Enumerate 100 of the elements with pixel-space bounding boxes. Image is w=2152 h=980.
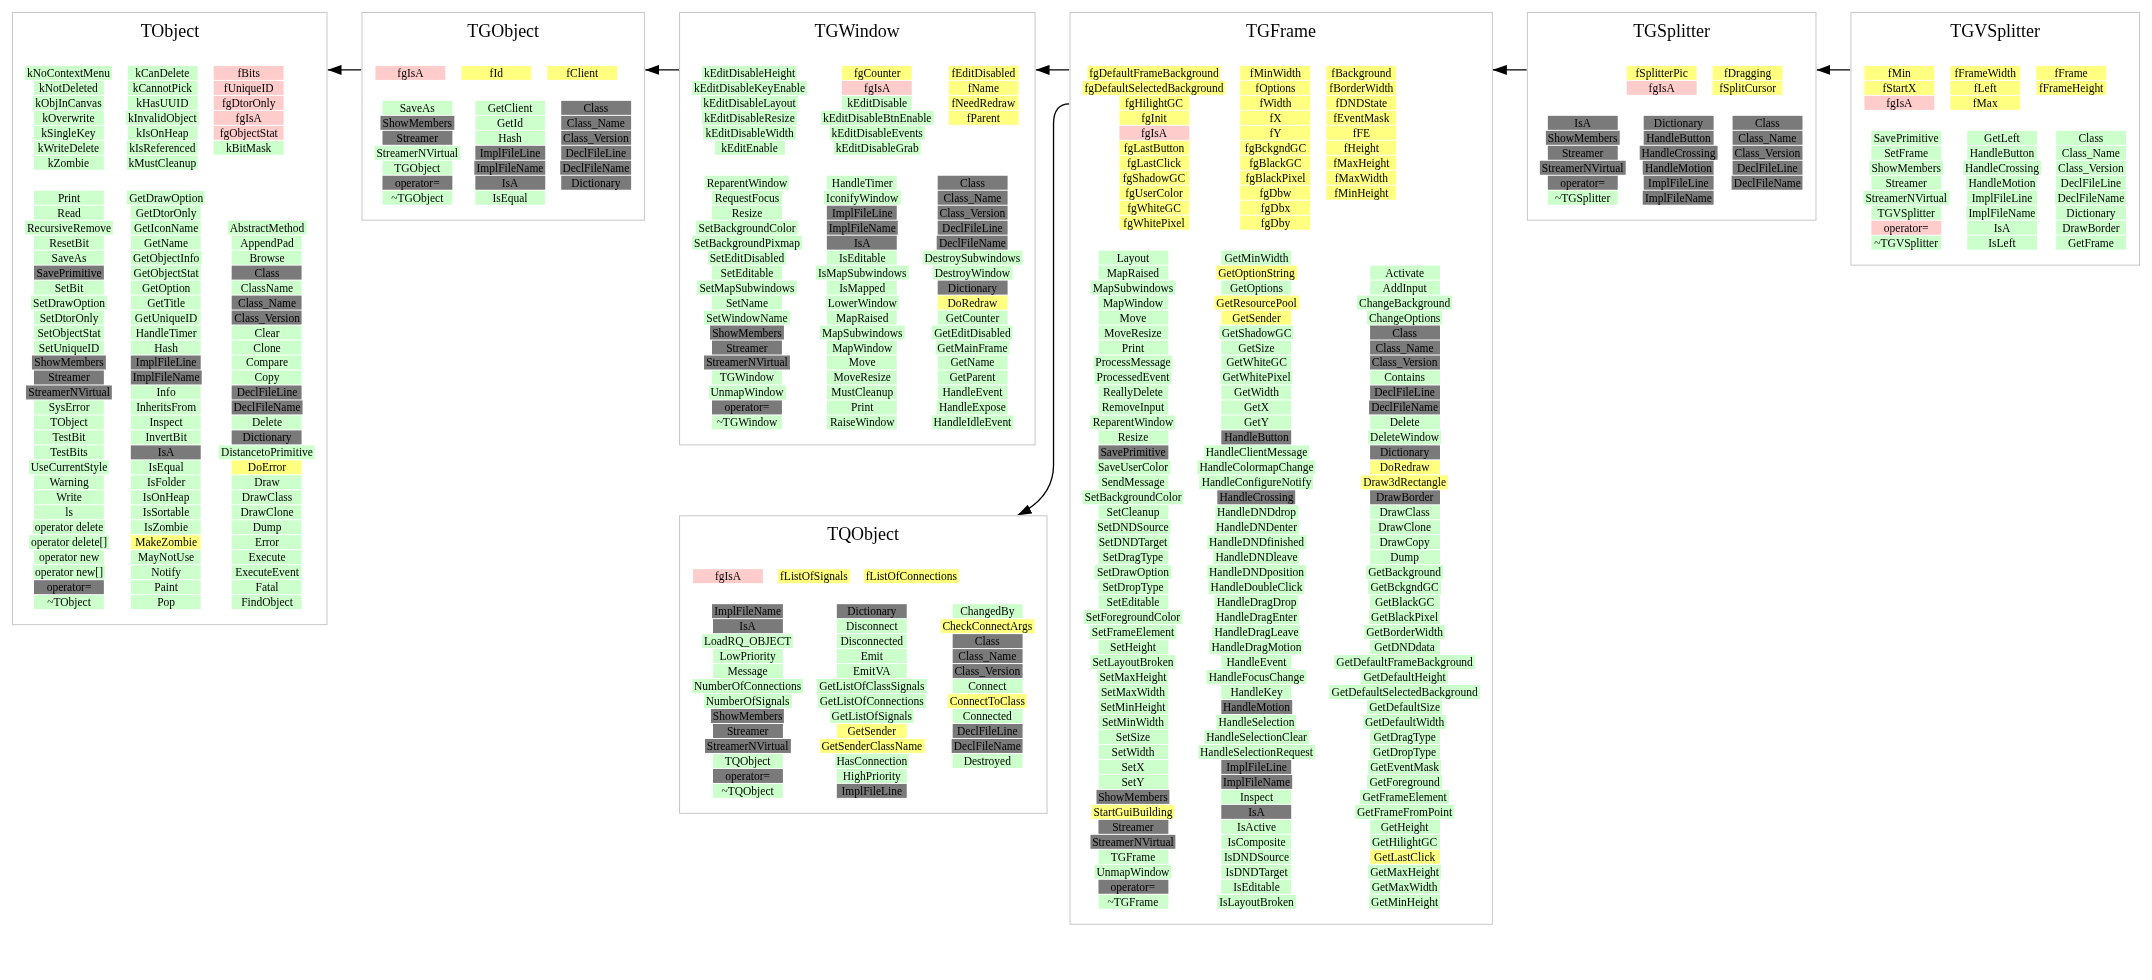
inheritance-arrow — [1016, 103, 1071, 516]
member-entry: ConnectToClass — [947, 694, 1027, 708]
member-entry: SetName — [712, 295, 782, 310]
member-entry: fEditDisabled — [948, 65, 1019, 80]
node-label: IsEditable — [1233, 880, 1280, 893]
node-label: fgHilightGC — [1124, 96, 1184, 109]
member-entry: GetUniqueID — [131, 310, 202, 325]
member-entry: DrawCopy — [1369, 535, 1440, 550]
member-entry: ImplFileName — [1221, 774, 1292, 789]
member-entry: SysError — [34, 400, 104, 415]
node-label: Class_Name — [1375, 341, 1434, 354]
member-entry: DrawClone — [232, 505, 302, 520]
member-entry: GetBlackGC — [1369, 595, 1440, 610]
node-label: GetY — [1244, 416, 1269, 429]
member-entry: fgIsA — [1864, 95, 1935, 110]
member-entry: Draw — [232, 475, 302, 490]
node-label: fSplitCursor — [1719, 81, 1776, 94]
member-entry: ImplFileLine — [827, 205, 898, 220]
member-entry: EmitVA — [836, 664, 907, 679]
node-label: IsLeft — [1988, 236, 2016, 249]
member-entry: ProcessMessage — [1093, 355, 1173, 370]
member-entry: Clone — [232, 340, 302, 355]
member-entry: GetMainFrame — [935, 340, 1010, 355]
member-entry: GetY — [1221, 415, 1292, 430]
node-label: Streamer — [726, 724, 769, 737]
member-entry: Hash — [475, 130, 545, 145]
member-entry: IconifyWindow — [824, 190, 901, 205]
member-entry: IsA — [131, 445, 202, 460]
member-entry: Class — [2055, 130, 2126, 145]
member-entry: IsEditable — [1221, 879, 1292, 894]
node-label: DeclFileLine — [565, 146, 627, 159]
member-entry: Activate — [1369, 265, 1440, 280]
member-entry: ImplFileLine — [836, 783, 907, 798]
member-entry: ImplFileLine — [1643, 175, 1714, 190]
node-label: fgIsA — [235, 111, 262, 124]
node-label: kEditEnable — [721, 141, 778, 154]
member-entry: IsLayoutBroken — [1217, 894, 1296, 909]
member-entry: DeclFileLine — [1369, 385, 1440, 400]
node-label: GetName — [144, 236, 189, 249]
member-entry: kCannotPick — [127, 80, 198, 95]
member-entry: kInvalidObject — [125, 110, 199, 125]
node-label: Inspect — [149, 416, 183, 429]
node-label: fY — [1269, 126, 1282, 139]
member-entry: GetDNDdata — [1369, 640, 1440, 655]
node-label: Streamer — [726, 341, 768, 354]
member-entry: HighPriority — [836, 768, 907, 783]
node-label: InheritsFrom — [136, 401, 197, 414]
node-label: HandleEvent — [1226, 656, 1287, 669]
member-entry: fFE — [1326, 125, 1397, 140]
class-box — [1850, 12, 2140, 266]
node-label: ReallyDelete — [1102, 386, 1163, 399]
member-entry: kEditDisableLayout — [701, 95, 798, 110]
member-entry: HandleColormapChange — [1197, 460, 1316, 475]
class-box — [12, 12, 328, 626]
member-entry: HandleButton — [1643, 130, 1714, 145]
member-entry: ImplFileName — [1642, 190, 1714, 205]
member-entry: kOverwrite — [33, 110, 104, 125]
node-label: HighPriority — [842, 769, 901, 782]
member-entry: HandleDoubleClick — [1208, 580, 1305, 595]
member-entry: Notify — [131, 565, 202, 580]
member-entry: DoError — [232, 460, 302, 475]
member-entry: GetFrameFromPoint — [1355, 804, 1455, 819]
node-label: DeclFileLine — [942, 221, 1003, 234]
node-label: operator new — [38, 551, 100, 564]
member-entry: Class_Version — [952, 664, 1023, 679]
member-entry: GetDefaultHeight — [1361, 670, 1448, 685]
member-entry: GetIconName — [131, 220, 202, 235]
member-entry: Streamer — [34, 370, 104, 385]
node-label: fgDbw — [1259, 186, 1292, 199]
member-entry: SetSize — [1098, 730, 1168, 744]
member-entry: ChangedBy — [952, 604, 1023, 619]
member-entry: IsEditable — [827, 250, 898, 265]
member-entry: SetDropType — [1098, 580, 1168, 595]
node-label: Class — [974, 635, 1000, 648]
member-entry: Message — [712, 664, 783, 679]
node-label: kHasUUID — [136, 96, 189, 109]
member-entry: GetParent — [937, 370, 1008, 385]
member-entry: ChangeBackground — [1357, 295, 1453, 310]
member-entry: DoRedraw — [937, 295, 1008, 310]
member-entry: operator new[] — [33, 565, 105, 580]
member-entry: StreamerNVirtual — [704, 738, 791, 753]
member-entry: DrawBorder — [2055, 220, 2126, 235]
member-entry: GetOptionString — [1216, 265, 1297, 280]
member-entry: fgCounter — [842, 65, 913, 80]
member-entry: GetCounter — [937, 310, 1008, 325]
member-entry: SetBackgroundPixmap — [692, 235, 802, 250]
member-entry: ShowMembers — [1869, 160, 1943, 175]
member-entry: Streamer — [712, 724, 783, 738]
member-entry: IsSortable — [131, 505, 202, 520]
member-entry: ~TGSplitter — [1547, 190, 1618, 205]
member-entry: SetDNDSource — [1095, 520, 1171, 535]
node-label: GetLeft — [1984, 131, 2020, 144]
member-entry: kEditDisableEvents — [829, 125, 925, 140]
member-entry: IsA — [1547, 115, 1618, 130]
member-entry: HandleDragEnter — [1214, 610, 1299, 625]
member-entry: GetResourcePool — [1214, 295, 1299, 310]
node-label: HandleTimer — [135, 326, 197, 339]
member-entry: HandleDNDleave — [1213, 550, 1300, 565]
member-entry: HandleEvent — [1221, 655, 1292, 670]
member-entry: fgBlackPixel — [1240, 170, 1311, 185]
